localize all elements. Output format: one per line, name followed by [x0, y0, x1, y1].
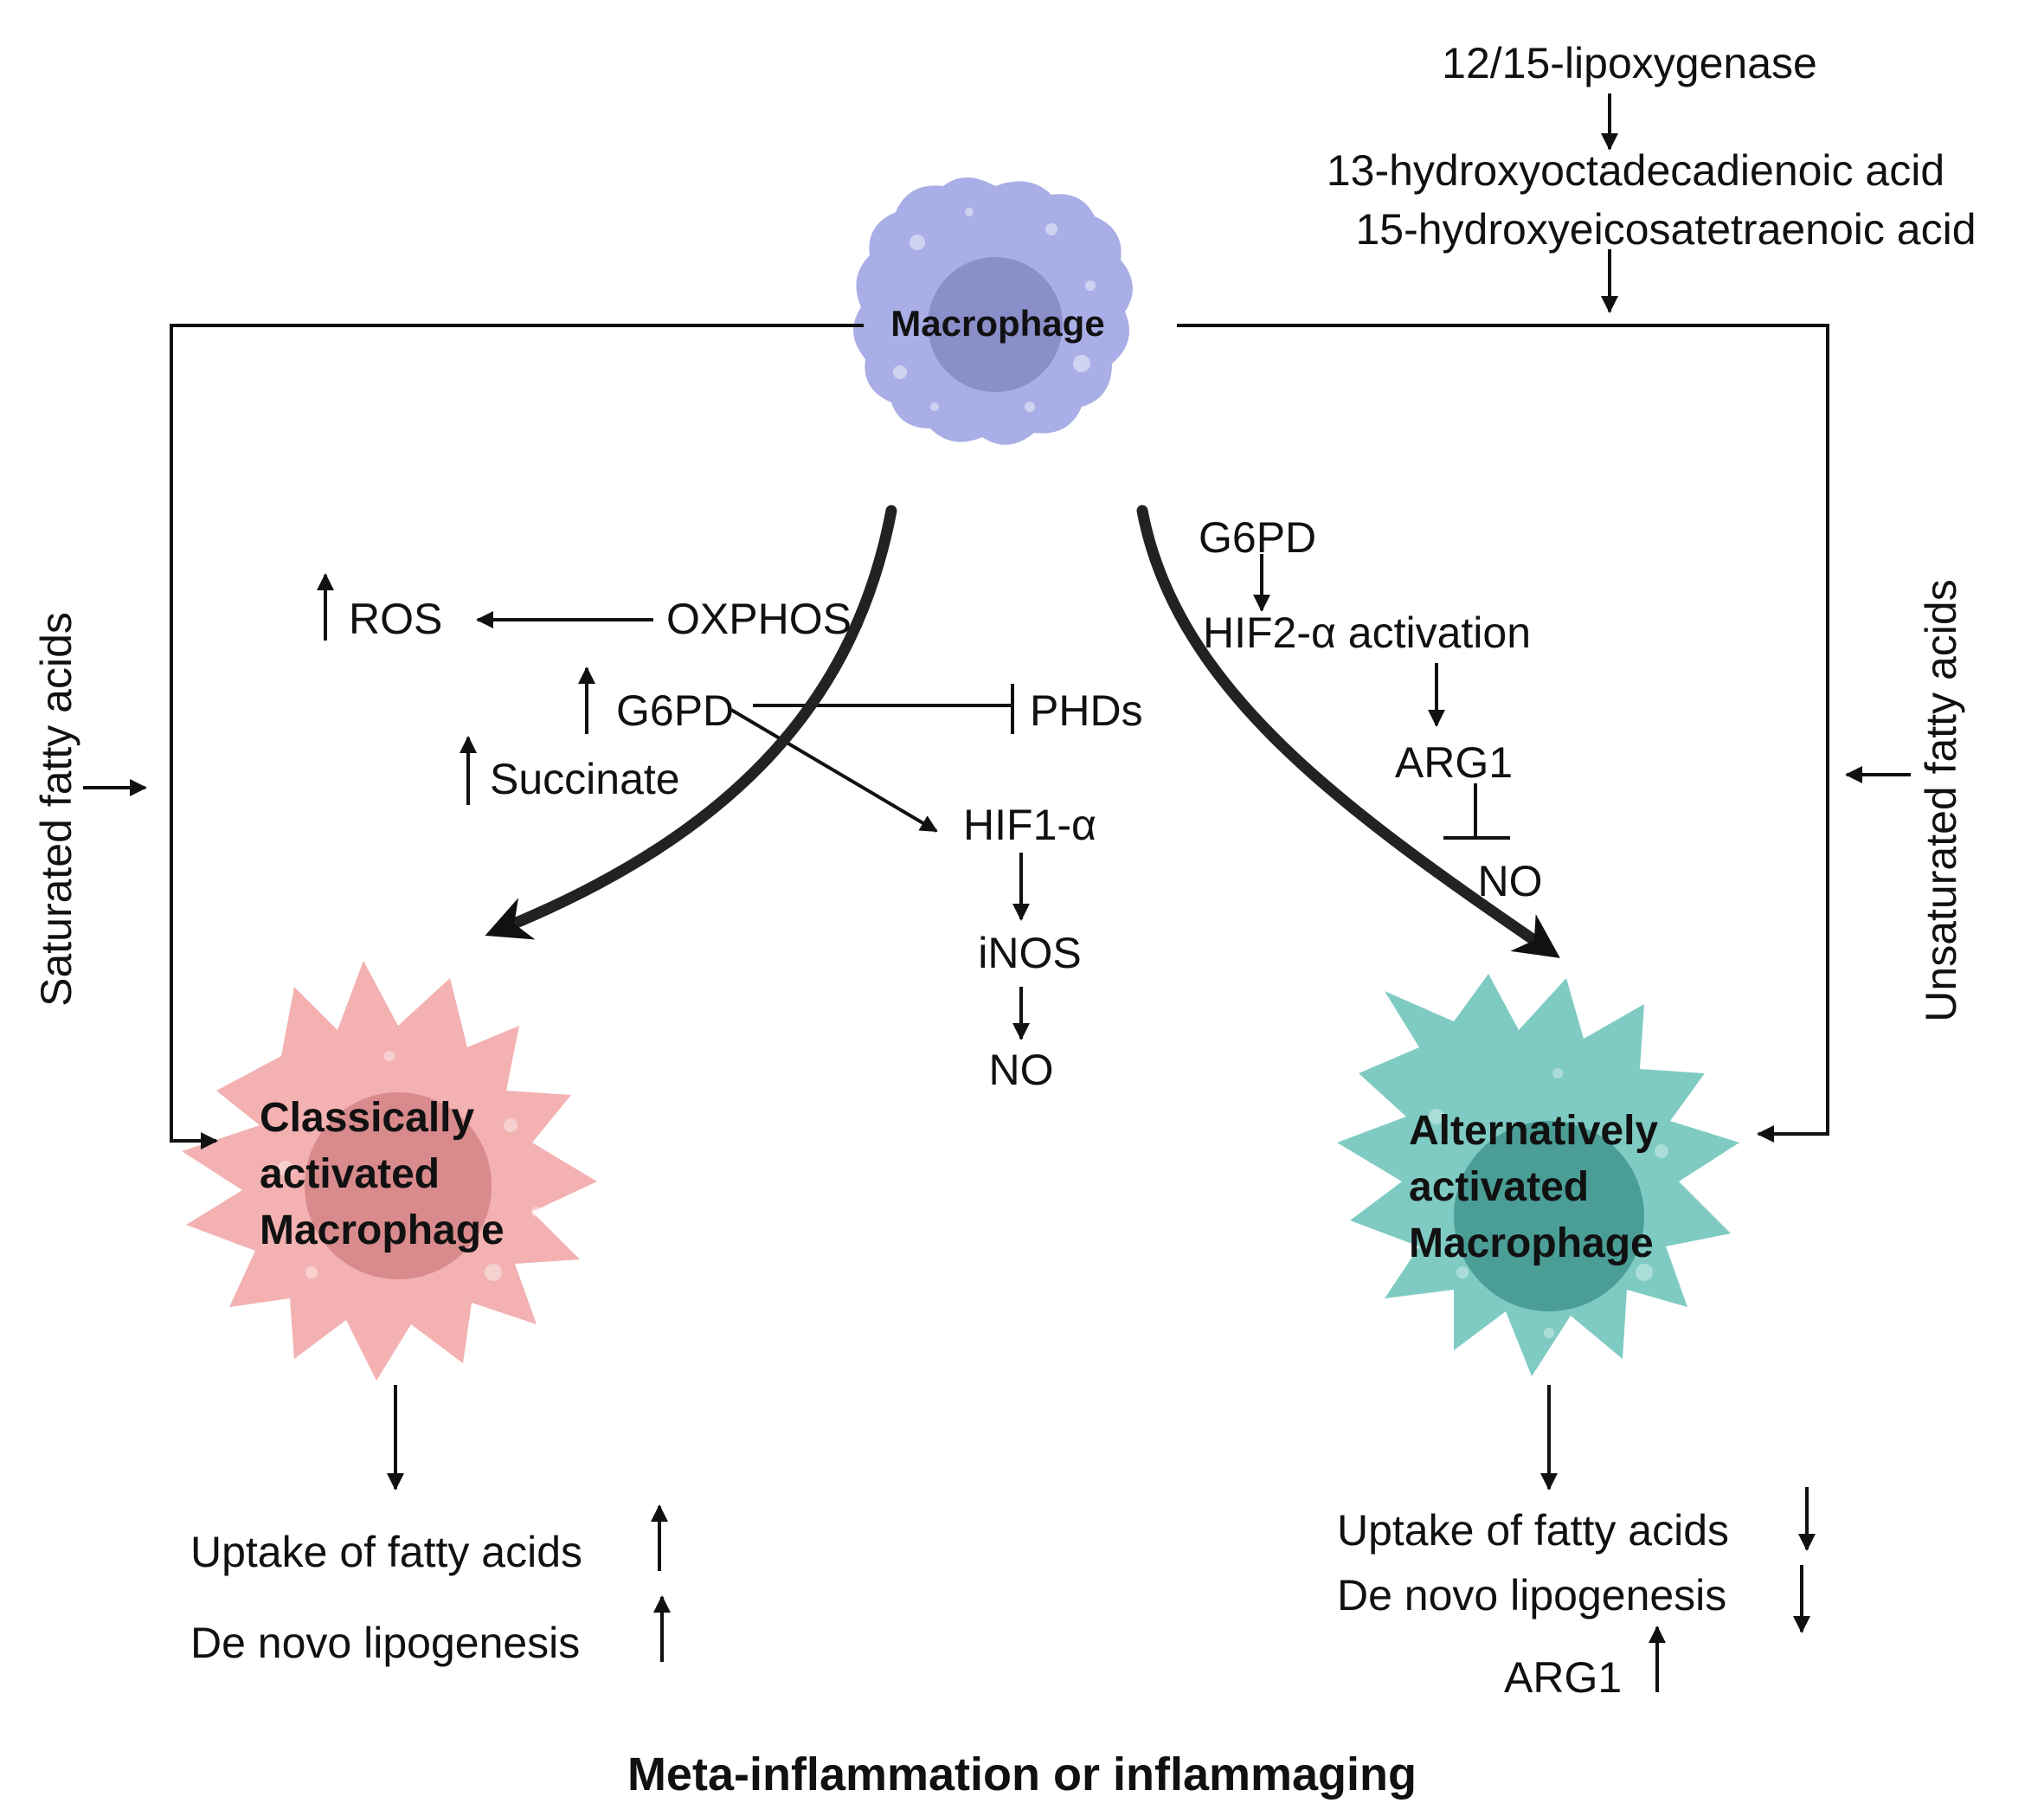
oxphos-label: OXPHOS — [666, 595, 852, 643]
classical-macrophage-label-2: activated — [260, 1151, 440, 1197]
classical-outcome-lipogenesis: De novo lipogenesis — [190, 1619, 580, 1667]
classical-outcome-uptake: Uptake of fatty acids — [190, 1528, 582, 1576]
classical-macrophage-label-3: Macrophage — [260, 1207, 505, 1253]
classical-macrophage-granules — [278, 1051, 542, 1281]
classical-macrophage-label-1: Classically — [260, 1095, 474, 1141]
curve-to-alternative — [1136, 505, 1560, 958]
macrophage-nucleus — [928, 257, 1063, 392]
alternative-macrophage-granules — [1429, 1068, 1668, 1338]
g6pd-right-label: G6PD — [1199, 513, 1316, 562]
arg1-label: ARG1 — [1395, 738, 1513, 787]
saturated-fa-label: Saturated fatty acids — [32, 612, 80, 1007]
differentiation-arrows — [485, 505, 1560, 958]
ros-label: ROS — [349, 595, 442, 643]
right-bracket-line — [1177, 324, 1829, 1143]
alternative-outcome-lipogenesis: De novo lipogenesis — [1337, 1571, 1726, 1620]
alternative-macrophage-nucleus — [1454, 1121, 1644, 1311]
classical-macrophage-cell: Classically activated Macrophage — [182, 961, 597, 1381]
unsaturated-fa-label: Unsaturated fatty acids — [1917, 579, 1965, 1021]
hif2a-label: HIF2-α activation — [1203, 609, 1531, 657]
alternative-macrophage-cell: Alternatively activated Macrophage — [1337, 974, 1739, 1376]
alternative-macrophage-label-3: Macrophage — [1409, 1220, 1654, 1266]
hode-label: 13-hydroxyoctadecadienoic acid — [1327, 146, 1944, 195]
alternative-outcome-uptake: Uptake of fatty acids — [1337, 1506, 1729, 1555]
succinate-label: Succinate — [490, 755, 680, 803]
alternative-macrophage-label-1: Alternatively — [1409, 1108, 1658, 1154]
g6pd-to-hif1a-arrow — [730, 708, 938, 833]
lox-label: 12/15-lipoxygenase — [1442, 39, 1817, 87]
macrophage-granules — [893, 208, 1096, 412]
macrophage-label: Macrophage — [890, 303, 1104, 344]
classical-macrophage-nucleus — [305, 1092, 492, 1279]
alternative-macrophage-label-2: activated — [1409, 1164, 1589, 1210]
no-alternative-label: NO — [1478, 857, 1543, 905]
phds-label: PHDs — [1030, 686, 1143, 735]
connectors — [83, 93, 1911, 1692]
curve-to-classical — [485, 505, 897, 940]
inos-label: iNOS — [978, 929, 1081, 977]
no-classical-label: NO — [989, 1046, 1054, 1094]
left-bracket-line — [170, 324, 864, 1149]
alternative-outcome-arg1: ARG1 — [1504, 1653, 1622, 1702]
hif1a-label: HIF1-α — [963, 801, 1096, 849]
footer-title: Meta-inflammation or inflammaging — [627, 1748, 1417, 1800]
macrophage-cell: Macrophage — [853, 177, 1133, 445]
hete-label: 15-hydroxyeicosatetraenoic acid — [1355, 205, 1976, 254]
g6pd-left-label: G6PD — [616, 686, 734, 735]
